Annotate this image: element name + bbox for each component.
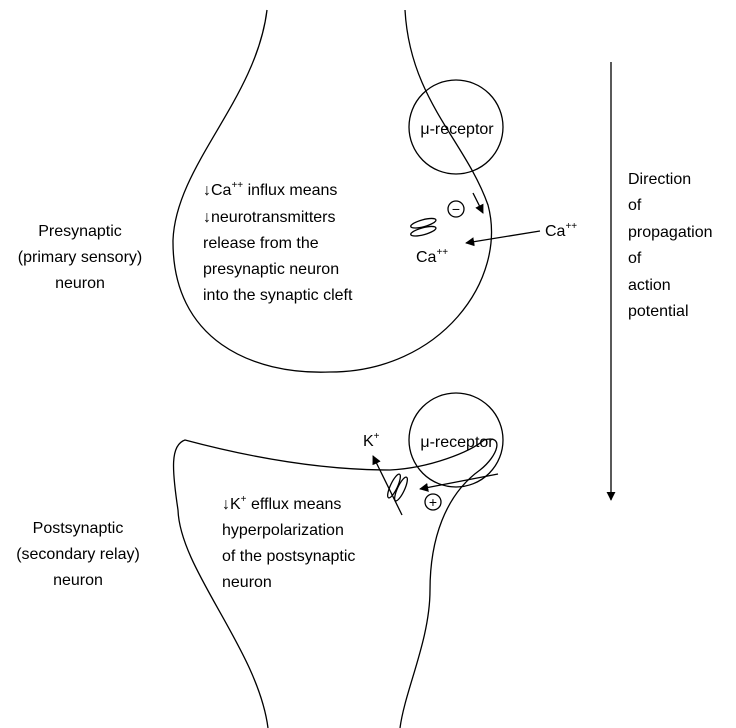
direction-label-line-3: propagation: [628, 224, 713, 241]
lower-receptor-label: μ-receptor: [420, 434, 494, 451]
direction-label-line-2: of: [628, 197, 642, 214]
lower-note-line-4: neuron: [222, 574, 272, 591]
presynaptic-label-line-2: (primary sensory): [18, 249, 142, 266]
potassium-label: K+: [363, 431, 380, 450]
excite-sign: +: [429, 494, 437, 510]
direction-label-line-4: of: [628, 250, 642, 267]
postsynaptic-label-line-2: (secondary relay): [16, 546, 140, 563]
calcium-outside-label: Ca++: [545, 221, 577, 240]
upper-note-line-2: ↓neurotransmitters: [203, 209, 336, 226]
lower-note-line-3: of the postsynaptic: [222, 548, 355, 565]
postsynaptic-label-line-1: Postsynaptic: [33, 520, 124, 537]
calcium-channel: [410, 216, 437, 237]
upper-note-line-4: presynaptic neuron: [203, 261, 339, 278]
postsynaptic-label-line-3: neuron: [53, 572, 103, 589]
lower-note-line-2: hyperpolarization: [222, 522, 344, 539]
calcium-influx-arrow: [466, 231, 540, 243]
direction-label-line-1: Direction: [628, 171, 691, 188]
upper-receptor-label: μ-receptor: [420, 121, 494, 138]
presynaptic-label-line-1: Presynaptic: [38, 223, 122, 240]
calcium-inside-label: Ca++: [416, 247, 448, 266]
lower-note-line-1: ↓K+ efflux means: [222, 494, 341, 513]
upper-note-line-3: release from the: [203, 235, 319, 252]
inhibit-sign: −: [452, 201, 460, 217]
presynaptic-label-line-3: neuron: [55, 275, 105, 292]
upper-note-line-5: into the synaptic cleft: [203, 287, 353, 304]
inhibit-arrow: [473, 193, 483, 213]
upper-note-line-1: ↓Ca++ influx means: [203, 180, 337, 199]
direction-label-line-5: action: [628, 277, 671, 294]
direction-label-line-6: potential: [628, 303, 689, 320]
